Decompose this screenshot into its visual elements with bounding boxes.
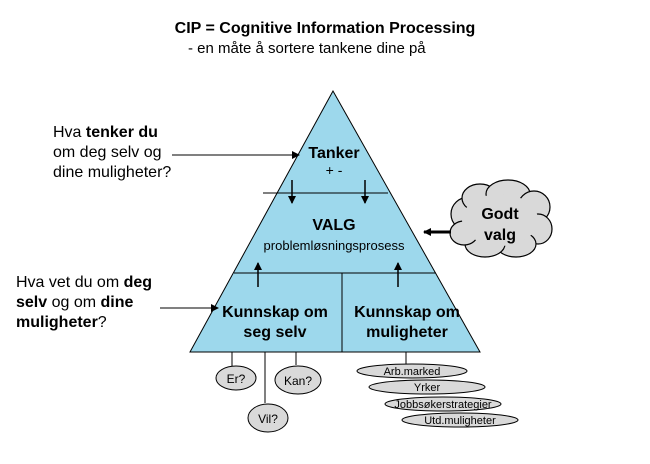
bubble-arb-marked	[356, 363, 468, 379]
q1-line2: om deg selv og	[53, 144, 162, 161]
q1-line3: dine muligheter?	[53, 164, 172, 181]
pyramid-bottom-right-1: Kunnskap om	[354, 304, 460, 321]
pyramid-shape	[189, 89, 481, 353]
page-subtitle: - en måte å sortere tankene dine på	[188, 40, 426, 57]
bubble-arb-marked-label: Arb.marked	[384, 366, 441, 378]
cloud-line2: valg	[484, 227, 516, 244]
q1-line1-pre: Hva	[53, 124, 86, 141]
bubble-vil-label: Vil?	[258, 412, 278, 426]
bubble-kan-label: Kan?	[284, 374, 312, 388]
q2-line3-post: ?	[97, 314, 107, 331]
bubble-er-label: Er?	[227, 372, 246, 386]
pyramid-top-label: Tanker	[308, 145, 359, 162]
q2-line2-bold1: selv	[16, 294, 48, 311]
cloud-line1: Godt	[481, 206, 519, 223]
cloud-fill-cover	[462, 194, 538, 246]
bubble-jobbsoker	[384, 396, 502, 412]
pyramid-bottom-left-2: seg selv	[243, 324, 306, 341]
q2-line3-bold: muligheter	[16, 314, 98, 331]
q2-line1-bold: deg	[123, 274, 153, 291]
page-title: CIP = Cognitive Information Processing	[174, 20, 476, 37]
pyramid-top-sub: + -	[326, 162, 343, 178]
bubble-yrker	[368, 379, 486, 395]
q2-line1-pre: Hva vet du om	[16, 274, 124, 291]
bubble-kan	[274, 365, 322, 395]
bubble-jobbsoker-label: Jobbsøkerstrategier	[394, 399, 492, 411]
pyramid-bottom-left-1: Kunnskap om	[222, 304, 328, 321]
pyramid-bottom-right-2: muligheter	[366, 324, 448, 341]
pyramid-middle-sub: problemløsningsprosess	[264, 238, 405, 253]
bubble-utd-label: Utd.muligheter	[424, 415, 496, 427]
bubble-er	[215, 365, 257, 391]
q2-line2-bold2: dine	[100, 294, 134, 311]
bubble-vil	[247, 403, 289, 433]
question-knowledge: Hva vet du om deg selv og om dine muligh…	[16, 273, 152, 333]
bubble-utd	[401, 412, 519, 428]
q2-line2-mid: og om	[47, 294, 101, 311]
bubble-yrker-label: Yrker	[414, 382, 441, 394]
question-thoughts: Hva tenker du om deg selv og dine muligh…	[53, 123, 171, 183]
pyramid-middle-label: VALG	[312, 217, 355, 234]
q1-line1-bold: tenker du	[85, 124, 158, 141]
